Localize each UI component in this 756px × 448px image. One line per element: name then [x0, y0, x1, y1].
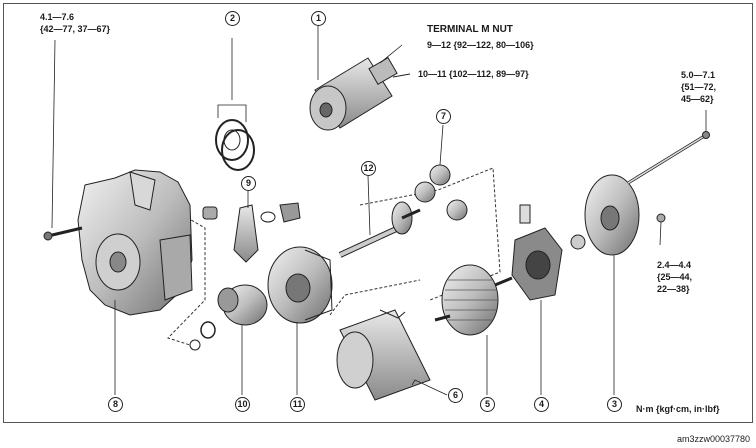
callout-5: 5 — [480, 397, 495, 412]
torque-through-bolt-line1: 5.0—7.1 — [681, 70, 716, 80]
callout-leaders — [114, 26, 662, 396]
torque-through-bolt-line3: 45—62} — [681, 94, 714, 104]
torque-terminal-m: 9—12 {92—122, 80—106} — [427, 40, 534, 50]
callout-4: 4 — [534, 397, 549, 412]
callout-6: 6 — [448, 388, 463, 403]
figure-code: am3zzw00037780 — [676, 434, 750, 444]
planetary-gears-part — [414, 124, 468, 221]
callout-10: 10 — [235, 397, 250, 412]
torque-screw-right-line3: 22—38} — [657, 284, 690, 294]
yoke-part — [336, 309, 431, 401]
callout-2: 2 — [225, 11, 240, 26]
shaft-part — [338, 201, 421, 258]
gear-housing-part — [267, 246, 333, 324]
dashed-guides — [147, 167, 501, 346]
units-legend: N·m {kgf·cm, in·lbf} — [636, 404, 720, 414]
lever-part — [202, 202, 301, 263]
shim-part — [215, 38, 255, 171]
callout-3: 3 — [607, 397, 622, 412]
torque-bolt-left-line2: {42—77, 37—67} — [40, 24, 111, 34]
terminal-m-nut-title: TERMINAL M NUT — [427, 24, 513, 35]
torque-through-bolt-line2: {51—72, — [681, 82, 717, 92]
armature-part — [434, 264, 513, 336]
rear-cover-part — [570, 174, 666, 256]
callout-12: 12 — [361, 161, 376, 176]
torque-bolt-left-line1: 4.1—7.6 — [40, 12, 75, 22]
callout-11: 11 — [290, 397, 305, 412]
callout-1: 1 — [311, 11, 326, 26]
mounting-bolt-left — [43, 39, 83, 241]
through-bolt — [627, 110, 710, 185]
torque-screw-right-line1: 2.4—4.4 — [657, 260, 692, 270]
callout-8: 8 — [108, 397, 123, 412]
front-housing-part — [77, 169, 193, 316]
callout-9: 9 — [241, 176, 256, 191]
pinion-clutch-part — [189, 284, 268, 351]
torque-screw-right-line2: {25—44, — [657, 272, 693, 282]
torque-terminal-b: 10—11 {102—112, 89—97} — [418, 69, 529, 79]
brush-holder-part — [511, 204, 563, 301]
solenoid-part — [309, 44, 411, 131]
callout-7: 7 — [436, 109, 451, 124]
